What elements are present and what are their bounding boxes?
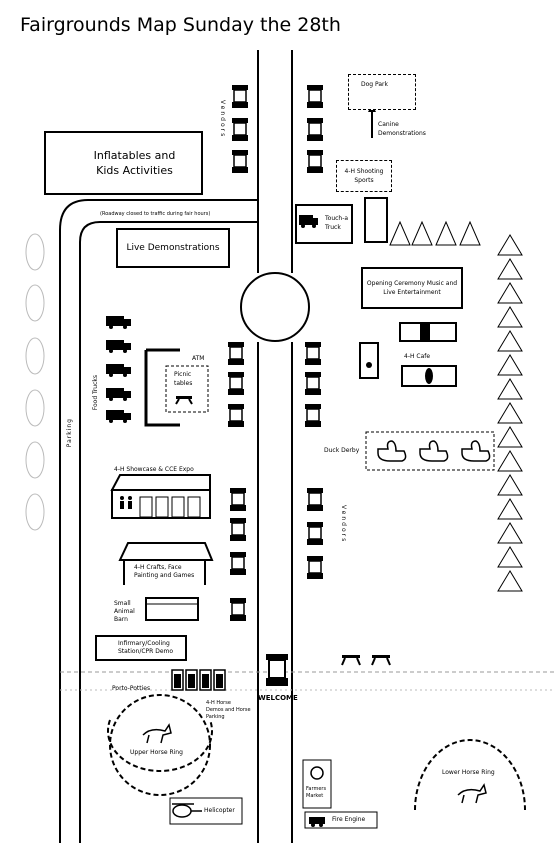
inflatables-label: Inflatables and Kids Activities	[93, 149, 176, 177]
welcome-booth	[266, 654, 288, 686]
infirmary-box	[95, 635, 187, 661]
horse-demo-label: 4-H Horse Demos and Horse Parking	[206, 700, 251, 720]
vendor-booth-icon	[230, 518, 246, 541]
map-title: Fairgrounds Map Sunday the 28th	[20, 14, 341, 36]
inflatables-box[interactable]: Inflatables and Kids Activities	[44, 131, 203, 195]
picnic-tables-label: Picnic tables	[174, 371, 193, 387]
food-trucks-label: Food Trucks	[92, 375, 99, 411]
duck-derby-label: Duck Derby	[324, 447, 360, 454]
canine-demos-label: Canine Demonstrations	[378, 121, 426, 137]
parking-label: Parking	[66, 418, 73, 448]
upper-horse-ring-label: Upper Horse Ring	[130, 749, 183, 756]
truck-icon	[106, 364, 131, 377]
welcome-label: WELCOME	[258, 694, 298, 702]
porto-potties-label: Porto-Potties	[112, 685, 151, 692]
vendor-booth-icon	[230, 552, 246, 575]
picnic-table-icon	[371, 655, 391, 666]
west-road-inner-edge	[79, 221, 258, 843]
truck-icon	[106, 316, 131, 329]
picnic-area	[165, 365, 209, 413]
picnic-table-icon	[341, 655, 361, 666]
farmers-market-label: Farmers Market	[306, 786, 327, 799]
helicopter-label: Helicopter	[204, 807, 235, 814]
vendor-booths	[228, 85, 323, 621]
live-demos-box[interactable]: Live Demonstrations	[116, 228, 230, 268]
vendor-booth-icon	[305, 404, 321, 427]
horse-icon	[457, 783, 487, 804]
duck-icon	[461, 440, 491, 462]
live-demos-label: Live Demonstrations	[126, 243, 220, 253]
tree-row	[389, 220, 481, 246]
horse-icon	[142, 723, 172, 744]
dog-park-label: Dog Park	[361, 81, 388, 88]
bushes	[25, 233, 45, 531]
opening-ceremony-box[interactable]: Opening Ceremony Music and Live Entertai…	[361, 267, 463, 309]
porta-potty-icon	[185, 669, 198, 691]
touch-truck-label: Touch-a Truck	[325, 215, 349, 231]
roundabout	[240, 272, 310, 342]
shooting-sports-label: 4-H Shooting Sports	[344, 168, 384, 184]
crafts-tent	[118, 542, 214, 585]
lower-horse-ring-label: Lower Horse Ring	[442, 769, 495, 776]
restroom-icon	[120, 496, 132, 509]
drink-icon	[420, 323, 430, 341]
apple-icon	[310, 766, 324, 780]
helicopter-icon	[172, 803, 202, 818]
vendor-booth-icon	[232, 85, 248, 108]
vendors-label-north: Vendors	[219, 100, 226, 139]
vendor-booth-icon	[307, 118, 323, 141]
vendor-booth-icon	[228, 342, 244, 365]
truck-icon	[299, 215, 318, 228]
vendor-booth-icon	[232, 150, 248, 173]
small-animal-barn	[145, 597, 199, 621]
atm-label: ATM	[192, 355, 205, 362]
vendor-booth-icon	[228, 404, 244, 427]
vendor-booth-icon	[307, 85, 323, 108]
lower-horse-ring	[414, 739, 526, 811]
porta-potty-icon	[171, 669, 226, 691]
vendor-booth-icon	[305, 342, 321, 365]
vendors-label-south: Vendors	[340, 505, 347, 544]
vendor-booth-icon	[307, 488, 323, 511]
vendor-booth-icon	[230, 488, 246, 511]
vendor-booth-icon	[305, 372, 321, 395]
atm-shelter	[144, 348, 180, 427]
fire-engine-icon	[309, 817, 325, 827]
vendor-booth-icon	[230, 598, 246, 621]
vendor-booth-icon	[228, 372, 244, 395]
porta-potty-icon	[199, 669, 212, 691]
showcase-label: 4-H Showcase & CCE Expo	[114, 466, 194, 473]
truck-icon	[106, 340, 131, 353]
shooting-range	[364, 197, 388, 243]
roadway-note: (Roadway closed to traffic during fair h…	[100, 211, 211, 217]
infirmary-label: Infirmary/Cooling Station/CPR Demo	[118, 640, 174, 655]
vendor-booth-icon	[307, 150, 323, 173]
fire-engine-label: Fire Engine	[332, 816, 366, 823]
vendor-booth-icon	[307, 556, 323, 579]
picnic-table-icon	[175, 396, 193, 405]
vendor-booth-icon	[307, 522, 323, 545]
tree-column	[497, 234, 523, 592]
food-trucks	[106, 316, 131, 423]
corn-icon	[425, 368, 433, 384]
truck-icon	[106, 388, 131, 401]
crafts-label: 4-H Crafts, Face Painting and Games	[134, 564, 195, 579]
dog-park-box[interactable]: Dog Park	[348, 74, 416, 110]
porta-potty-icon	[171, 669, 184, 691]
duck-icon	[377, 440, 407, 462]
ducks	[377, 440, 491, 462]
small-animal-barn-label: Small Animal Barn	[114, 600, 135, 623]
truck-icon	[106, 410, 131, 423]
cafe-side	[359, 342, 379, 379]
upper-horse-ring	[107, 719, 213, 772]
cafe-label: 4-H Cafe	[404, 353, 431, 360]
west-road-outer-edge	[59, 199, 258, 843]
porta-potty-icon	[213, 669, 226, 691]
opening-ceremony-label: Opening Ceremony Music and Live Entertai…	[366, 280, 458, 296]
vendor-booth-icon	[232, 118, 248, 141]
upper-horse-ring-circle	[109, 694, 211, 796]
duck-icon	[419, 440, 449, 462]
shooting-sports-box[interactable]: 4-H Shooting Sports	[336, 160, 392, 192]
